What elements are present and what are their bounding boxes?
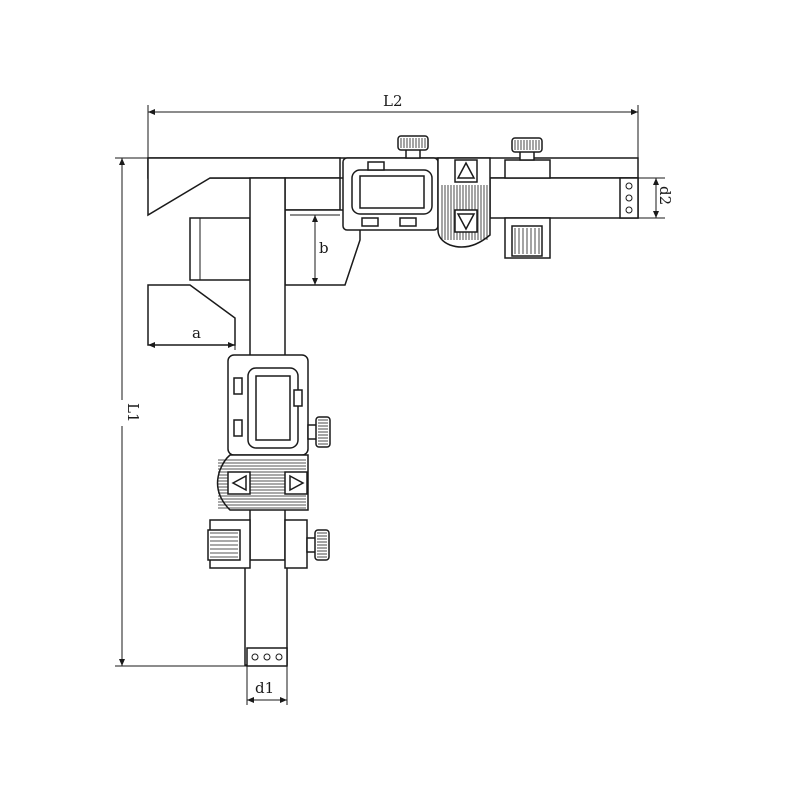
dimension-labels: L2 L1 d2 d1 a b — [108, 92, 674, 697]
label-L2: L2 — [383, 92, 403, 110]
label-d1: d1 — [255, 679, 274, 697]
label-b: b — [319, 239, 329, 257]
button-h-3[interactable] — [399, 217, 417, 227]
horizontal-beam-end — [489, 177, 639, 219]
slider-block-h — [504, 159, 551, 179]
button-h-2[interactable] — [361, 217, 379, 227]
triangle-left-icon[interactable] — [231, 474, 247, 492]
lcd-screen-h — [359, 175, 425, 209]
button-h-1[interactable] — [367, 161, 385, 171]
label-a: a — [192, 324, 201, 342]
button-v-2[interactable] — [233, 419, 243, 437]
inner-jaw — [284, 177, 341, 211]
label-d2: d2 — [656, 186, 674, 205]
triangle-right-icon[interactable] — [289, 474, 305, 492]
label-L1: L1 — [124, 403, 142, 423]
vertical-caliper — [147, 177, 331, 667]
triangle-up-icon[interactable] — [456, 161, 476, 179]
probe-tip-d2 — [619, 177, 639, 219]
button-v-3[interactable] — [293, 389, 303, 407]
fixed-jaw-block — [189, 217, 251, 281]
lcd-screen-v — [255, 375, 291, 441]
probe-tip-d1 — [246, 647, 288, 667]
button-v-1[interactable] — [233, 377, 243, 395]
triangle-down-icon[interactable] — [456, 213, 476, 231]
horizontal-caliper — [147, 135, 639, 286]
slider-block-v — [284, 519, 308, 569]
